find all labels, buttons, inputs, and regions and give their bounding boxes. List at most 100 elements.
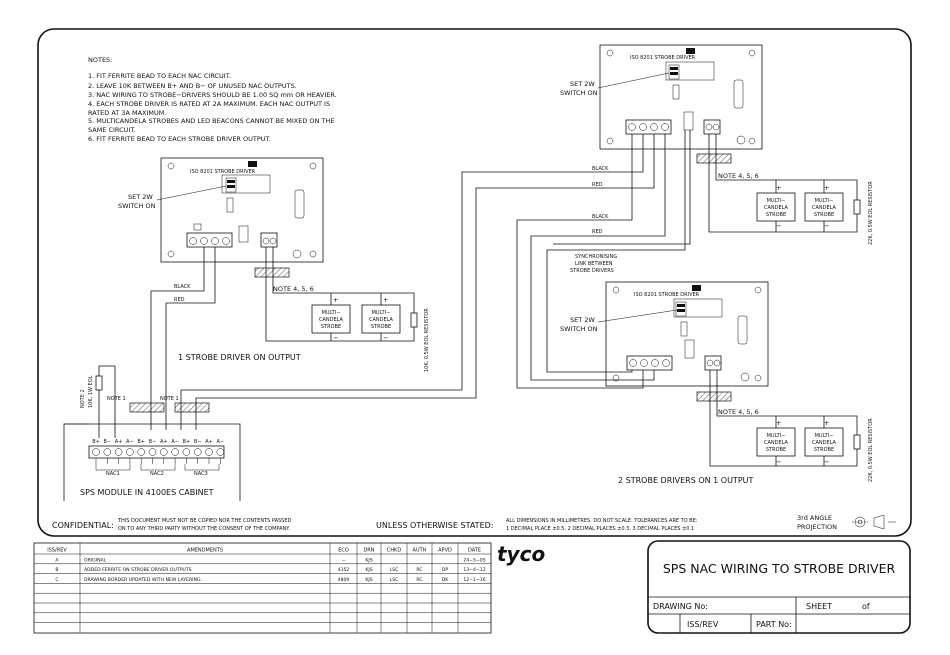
title-block: SPS NAC WIRING TO STROBE DRIVER DRAWING … (647, 540, 911, 634)
svg-text:+: + (824, 419, 829, 427)
svg-text:MULTI−: MULTI− (322, 310, 341, 316)
svg-text:+: + (383, 296, 388, 304)
svg-text:MULTI−: MULTI− (815, 433, 834, 439)
note-456-bottom-right: NOTE 4, 5, 6 (718, 408, 759, 416)
red-label-mid: RED (592, 229, 603, 235)
table-cell: DK (442, 577, 450, 583)
svg-text:MULTI−: MULTI− (815, 198, 834, 204)
table-cell: 13−4−12 (463, 567, 485, 573)
table-header-cell: DRN (363, 548, 374, 554)
terminal-label: B+ (183, 439, 191, 445)
svg-text:ISO 8201 STROBE DRIVER: ISO 8201 STROBE DRIVER (630, 55, 696, 61)
projection-symbol-icon (852, 514, 896, 530)
svg-text:CANDELA: CANDELA (369, 317, 394, 323)
note-5: 5. MULTICANDELA STROBES AND LED BEACONS … (88, 117, 334, 125)
eol-resistor-22k-top (853, 199, 861, 215)
svg-text:STROBE: STROBE (766, 447, 786, 453)
svg-text:STROBE: STROBE (814, 212, 834, 218)
svg-text:−: − (776, 222, 781, 230)
sheet-label: SHEET (806, 602, 832, 611)
ferrite-bead (254, 267, 290, 278)
svg-text:CANDELA: CANDELA (812, 205, 837, 211)
terminal-label: B+ (137, 439, 145, 445)
sps-module-caption: SPS MODULE IN 4100ES CABINET (80, 488, 214, 497)
note-456-left: NOTE 4, 5, 6 (273, 285, 314, 293)
confidential-label: CONFIDENTIAL: (52, 521, 114, 530)
terminal-label: B− (194, 439, 202, 445)
table-cell: 12−1−16 (463, 577, 485, 583)
sps-module-outline (63, 423, 241, 501)
eol-10k-label: 10K, 0.5W EOL RESISTOR (424, 308, 430, 372)
table-cell: KJS (365, 567, 372, 573)
set-switch-label-br-2: SWITCH ON (560, 325, 598, 333)
set-switch-label-left-1: SET 2W (128, 193, 153, 201)
svg-text:STROBE: STROBE (321, 324, 341, 330)
nac1-label: NAC1 (106, 471, 120, 477)
ferrite-bead (696, 391, 732, 402)
terminal-screw (182, 448, 191, 456)
note-6: 6. FIT FERRITE BEAD TO EACH STROBE DRIVE… (88, 135, 271, 143)
nac3-label: NAC3 (194, 471, 208, 477)
table-cell: LSC (390, 577, 399, 583)
table-cell: A (55, 557, 59, 563)
table-header-cell: AUTH (413, 548, 427, 554)
terminal-label: B− (103, 439, 111, 445)
table-cell: KJS (365, 577, 372, 583)
red-label-left: RED (174, 297, 185, 303)
projection-label-1: 3rd ANGLE (797, 514, 832, 522)
dimensions-line-1: ALL DIMENSIONS IN MILLIMETRES. DO NOT SC… (506, 518, 698, 524)
drawing-border (37, 28, 912, 537)
svg-text:−: − (824, 222, 829, 230)
note-1: 1. FIT FERRITE BEAD TO EACH NAC CIRCUIT. (88, 72, 231, 80)
strobe-driver-board-left: ISO 8201 STROBE DRIVER (160, 157, 324, 263)
svg-text:ISO 8201 STROBE DRIVER: ISO 8201 STROBE DRIVER (634, 292, 700, 298)
sheet-of-label: of (862, 602, 870, 611)
svg-text:STROBE: STROBE (371, 324, 391, 330)
sync-label-2: LINK BETWEEN (575, 261, 613, 267)
table-header-cell: ECO (338, 548, 349, 554)
terminal-label: A+ (115, 439, 123, 445)
table-cell: − (342, 558, 346, 563)
svg-text:STROBE: STROBE (814, 447, 834, 453)
set-switch-label-left-2: SWITCH ON (118, 202, 156, 210)
table-cell: LSC (390, 567, 399, 573)
note-2-value: 10K, 1W EOL (88, 375, 94, 408)
note-2: 2. LEAVE 10K BETWEEN B+ AND B− OF UNUSED… (88, 82, 297, 90)
svg-text:ISO 8201 STROBE DRIVER: ISO 8201 STROBE DRIVER (190, 169, 256, 175)
table-header-cell: CHKD (387, 548, 402, 554)
note-4b: RATED AT 3A MAXIMUM. (88, 109, 166, 117)
svg-text:MULTI−: MULTI− (767, 433, 786, 439)
eol-resistor-10k (410, 312, 418, 328)
notes-title: NOTES: (88, 56, 112, 64)
terminal-label: A+ (160, 439, 168, 445)
terminal-label: B+ (92, 439, 100, 445)
svg-text:STROBE: STROBE (766, 212, 786, 218)
table-header-cell: AMENDMENTS (187, 548, 223, 554)
table-cell: 4352 (338, 567, 350, 573)
note-1-left: NOTE 1 (107, 396, 126, 402)
sync-label-1: SYNCHRONISING (575, 254, 617, 260)
svg-text:+: + (824, 184, 829, 192)
confidential-line-1: THIS DOCUMENT MUST NOT BE COPIED NOR THE… (117, 518, 292, 524)
black-label-left: BLACK (174, 284, 191, 290)
note-5b: SAME CIRCUIT. (88, 126, 136, 134)
terminal-screw (193, 448, 202, 456)
ferrite-bead (129, 402, 165, 413)
strobe-driver-board-top-right: ISO 8201 STROBE DRIVER (599, 44, 763, 150)
svg-text:CANDELA: CANDELA (764, 205, 789, 211)
table-cell: 24−5−05 (463, 557, 485, 563)
black-label-top: BLACK (592, 166, 609, 172)
note-1-right: NOTE 1 (160, 396, 179, 402)
note-3: 3. NAC WIRING TO STROBE−DRIVERS SHOULD B… (88, 91, 337, 99)
terminal-screw (216, 448, 225, 456)
confidential-line-2: ON TO ANY THIRD PARTY WITHOUT THE CONSEN… (118, 526, 290, 532)
note-4: 4. EACH STROBE DRIVER IS RATED AT 2A MAX… (88, 100, 330, 108)
caption-double-driver: 2 STROBE DRIVERS ON 1 OUTPUT (618, 476, 754, 485)
terminal-screw (126, 448, 134, 456)
terminal-label: A− (216, 439, 224, 445)
projection-label-2: PROJECTION (797, 523, 837, 531)
red-label-top: RED (592, 182, 603, 188)
dimensions-line-2: 1 DECIMAL PLACE ±0.5, 2 DECIMAL PLACES ±… (506, 526, 694, 532)
table-cell: DRAWING BORDER UPDATED WITH NEW LAYERING… (84, 577, 202, 583)
